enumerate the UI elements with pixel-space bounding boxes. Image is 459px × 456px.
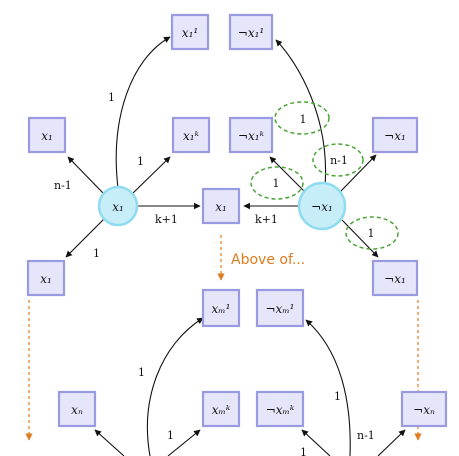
label-n-minus-1-left: n-1: [54, 179, 72, 192]
node-x1-lowleft: x₁: [26, 259, 66, 297]
node-xmk: xₘᵏ: [201, 390, 241, 428]
label-k-plus-1-right: k+1: [255, 213, 278, 226]
edge-x1-to-x1-left: [67, 156, 105, 195]
node-x1k: x₁ᵏ: [171, 116, 211, 154]
node-xm-top-label: xₘ¹: [212, 302, 231, 316]
node-notx1-lowright: ¬x₁: [371, 259, 419, 297]
node-xm-top: xₘ¹: [201, 288, 241, 328]
node-notxmk-label: ¬xₘᵏ: [266, 403, 295, 417]
edge-lower-to-xn: [94, 429, 125, 456]
ellipse-left: [250, 166, 304, 200]
label-lower-left-1: 1: [138, 366, 145, 379]
label-ellipse-n-minus-1: n-1: [330, 154, 348, 167]
edge-notx1-to-notx1k: [269, 156, 307, 194]
circle-x1-label: x₁: [112, 200, 124, 214]
node-xn-label: xₙ: [71, 403, 83, 417]
node-x1-lowleft-label: x₁: [40, 272, 52, 286]
node-x1-mid-label: x₁: [215, 200, 227, 214]
node-notx1-lowright-label: ¬x₁: [384, 272, 406, 286]
label-up-right-1: 1: [137, 155, 144, 168]
circle-x1: x₁: [97, 185, 139, 227]
label-ellipse-left-1: 1: [273, 177, 280, 190]
node-notx1k-label: ¬x₁ᵏ: [238, 129, 265, 143]
edge-lower-to-notxn: [377, 429, 406, 456]
node-notxm-top: ¬xₘ¹: [255, 288, 305, 328]
ellipse-top: [274, 101, 330, 135]
edge-x1-to-x1-top: [115, 36, 171, 189]
node-notxmk: ¬xₘᵏ: [255, 390, 305, 428]
edge-lower-to-xm-top: [146, 317, 204, 456]
edge-lower-to-notxmk: [301, 429, 331, 456]
node-x1k-label: x₁ᵏ: [183, 129, 200, 143]
node-notx1-top-label: ¬x₁¹: [238, 26, 264, 40]
ellipse-right: [312, 143, 364, 177]
edge-notx1-to-notx1-right: [339, 154, 377, 193]
label-top-left-1: 1: [108, 91, 115, 104]
label-k-plus-1-left: k+1: [155, 213, 178, 226]
label-ellipse-bottom-1: 1: [368, 227, 375, 240]
node-notx1-top: ¬x₁¹: [228, 13, 274, 51]
node-xn: xₙ: [57, 390, 97, 428]
label-ellipse-top-1: 1: [300, 113, 307, 126]
node-x1-left-label: x₁: [41, 129, 53, 143]
edge-lower-to-notxm-top: [305, 319, 351, 456]
label-lower-left-1b: 1: [167, 429, 174, 442]
label-lower-right-1b: 1: [300, 446, 307, 456]
label-down-left-1: 1: [93, 247, 100, 260]
label-lower-n-minus-1: n-1: [357, 429, 375, 442]
edge-notx1-to-notx1-top: [275, 39, 327, 187]
edge-x1-to-x1-lowleft: [65, 218, 105, 258]
node-x1-top-label: x₁¹: [182, 26, 198, 40]
node-x1-top: x₁¹: [170, 13, 210, 51]
edge-lower-to-xmk: [167, 429, 201, 456]
node-notxn-label: ¬xₙ: [413, 403, 435, 417]
node-notxn: ¬xₙ: [400, 390, 448, 428]
node-notx1-right: ¬x₁: [371, 116, 419, 154]
edge-x1-to-x1k: [131, 156, 171, 195]
circle-notx1: ¬x₁: [297, 181, 347, 231]
node-x1-left: x₁: [27, 116, 67, 154]
node-notx1-right-label: ¬x₁: [384, 129, 406, 143]
node-notxm-top-label: ¬xₘ¹: [266, 302, 295, 316]
node-notx1k: ¬x₁ᵏ: [228, 116, 274, 154]
node-xmk-label: xₘᵏ: [212, 403, 231, 417]
annotation-above-of: Above of...: [231, 252, 305, 268]
node-x1-mid: x₁: [201, 187, 241, 225]
circle-notx1-label: ¬x₁: [311, 200, 333, 214]
ellipse-bottom: [345, 216, 399, 250]
label-lower-right-1: 1: [334, 390, 341, 403]
